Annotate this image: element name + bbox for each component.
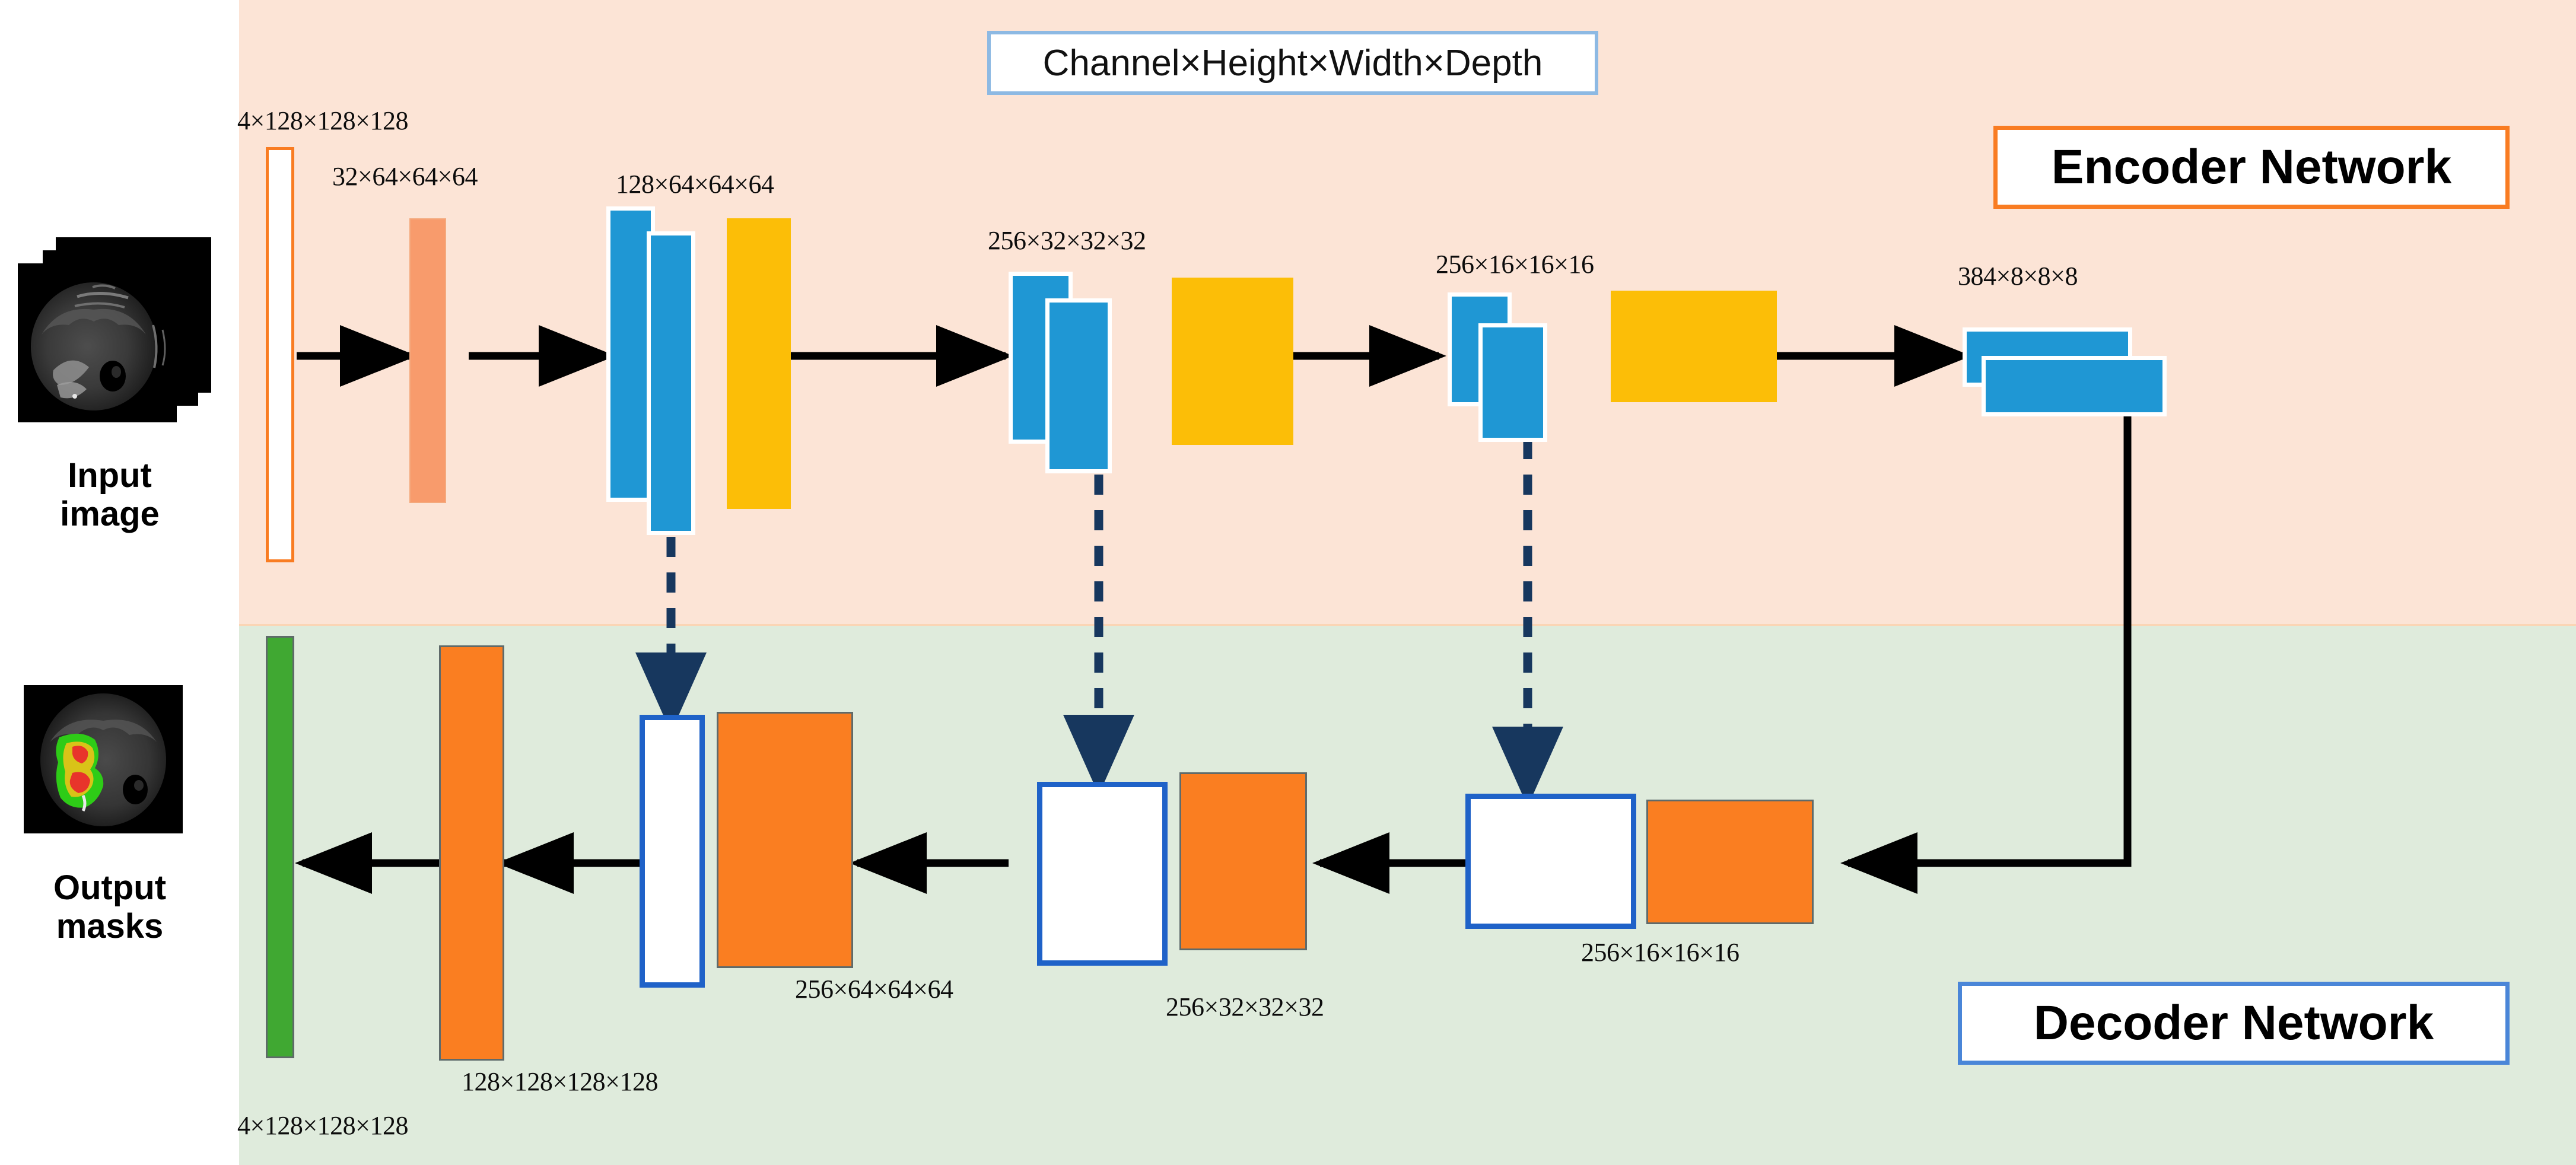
output-masks-label: Output masks (53, 868, 167, 946)
decoder-skip-block-2 (1037, 782, 1168, 966)
decoder-dim-label-4: 4×128×128×128 (237, 1111, 408, 1140)
encoder-dim-label-3: 256×32×32×32 (988, 226, 1146, 255)
encoder-conv-block-1-front (647, 231, 695, 535)
decoder-conv-block-4 (439, 645, 504, 1061)
input-image-thumbnail (18, 237, 214, 433)
encoder-bottleneck-front (1982, 356, 2167, 416)
decoder-dim-label-2: 256×64×64×64 (795, 975, 953, 1004)
encoder-dim-label-5: 384×8×8×8 (1958, 262, 2078, 291)
legend-dimension-format: Channel×Height×Width×Depth (987, 31, 1598, 95)
decoder-conv-block-2 (1179, 772, 1307, 950)
decoder-skip-block-3 (640, 715, 705, 988)
encoder-conv-block-2-front (1045, 298, 1112, 473)
decoder-band (239, 624, 2576, 1165)
encoder-network-title: Encoder Network (1993, 126, 2510, 209)
decoder-conv-block-1 (1646, 800, 1814, 924)
decoder-output-block (266, 636, 294, 1058)
decoder-network-title: Decoder Network (1958, 982, 2510, 1065)
encoder-pool-block-2 (1172, 278, 1293, 445)
encoder-conv-block-3-front (1478, 323, 1547, 442)
decoder-skip-block-1 (1465, 794, 1636, 929)
decoder-dim-label-0: 256×16×16×16 (1581, 938, 1739, 967)
encoder-pool-block-3 (1611, 291, 1777, 402)
encoder-block-input (266, 147, 294, 562)
encoder-block-stem (409, 218, 446, 503)
encoder-pool-block-1 (727, 218, 791, 509)
input-image-label: Input image (60, 456, 160, 533)
decoder-dim-label-3: 128×128×128×128 (462, 1067, 658, 1096)
decoder-conv-block-3 (717, 712, 853, 968)
decoder-dim-label-1: 256×32×32×32 (1166, 992, 1324, 1021)
output-masks-thumbnail (24, 685, 202, 863)
encoder-dim-label-1: 32×64×64×64 (332, 162, 478, 191)
encoder-dim-label-0: 4×128×128×128 (237, 106, 408, 135)
encoder-dim-label-2: 128×64×64×64 (616, 170, 774, 199)
encoder-dim-label-4: 256×16×16×16 (1436, 250, 1594, 279)
